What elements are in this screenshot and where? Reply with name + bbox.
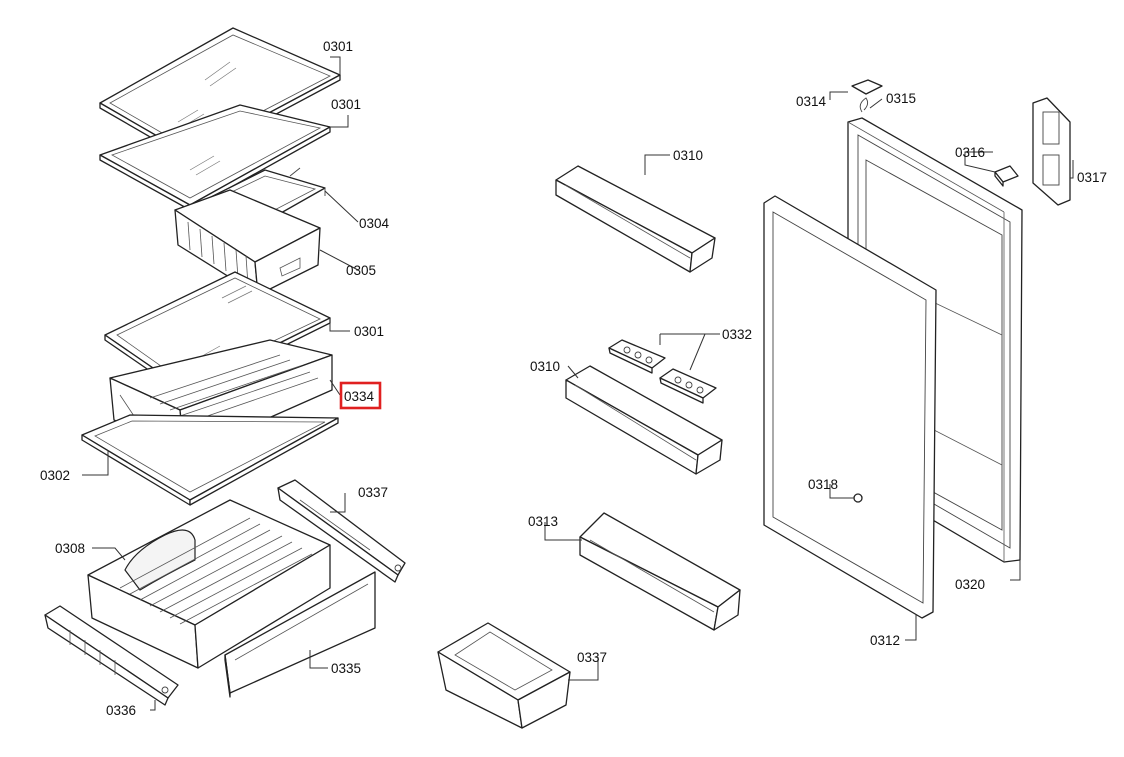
vegetable-drawer[interactable]: [87, 499, 331, 669]
label-bottom-shelf: 0302: [40, 468, 70, 483]
door-shelf-middle[interactable]: [565, 365, 723, 475]
spring[interactable]: [859, 97, 869, 113]
cover[interactable]: [851, 79, 883, 95]
label-shelf-frame: 0304: [359, 216, 390, 231]
egg-tray-right[interactable]: [659, 368, 717, 404]
door-shelf-bottom[interactable]: [579, 512, 741, 631]
egg-tray-left[interactable]: [608, 339, 666, 374]
label-door-shelf-bottom: 0313: [528, 514, 558, 529]
label-small-drawer: 0305: [346, 263, 376, 278]
highlight-box: [339, 381, 382, 410]
label-spring: 0315: [886, 91, 916, 106]
label-pin: 0318: [808, 477, 838, 492]
label-shelf-lower: 0301: [354, 324, 384, 339]
label-small-box: 0337: [577, 650, 607, 665]
label-shelf-second: 0301: [331, 97, 361, 112]
hinge[interactable]: [1032, 97, 1071, 206]
label-door: 0320: [955, 577, 985, 592]
small-box[interactable]: [437, 622, 571, 729]
label-hinge-cover: 0316: [955, 145, 985, 160]
label-bottle-shelf-top: 0310: [673, 148, 703, 163]
label-hinge: 0317: [1077, 170, 1107, 185]
label-egg-trays: 0332: [722, 327, 752, 342]
label-side-rail-left: 0336: [106, 703, 136, 718]
label-shelf-top: 0301: [323, 39, 353, 54]
hinge-cover[interactable]: [994, 165, 1019, 187]
label-side-rail-right: 0337: [358, 485, 388, 500]
label-cover: 0314: [796, 94, 827, 109]
label-drawer-front-panel: 0335: [331, 661, 361, 676]
leader-lines: [82, 56, 1074, 711]
bottle-shelf-top[interactable]: [555, 165, 716, 273]
side-rail-right[interactable]: [277, 479, 406, 583]
drawer-front-panel[interactable]: [224, 571, 376, 698]
door-gasket[interactable]: [763, 195, 937, 619]
bottom-shelf[interactable]: [81, 414, 339, 506]
label-door-shelf-middle: 0310: [530, 359, 560, 374]
side-rail-left[interactable]: [44, 605, 179, 706]
label-vegetable-drawer: 0308: [55, 541, 85, 556]
label-door-gasket: 0312: [870, 633, 900, 648]
label-chiller-tray: 0334: [344, 389, 375, 404]
pin[interactable]: [853, 493, 863, 503]
